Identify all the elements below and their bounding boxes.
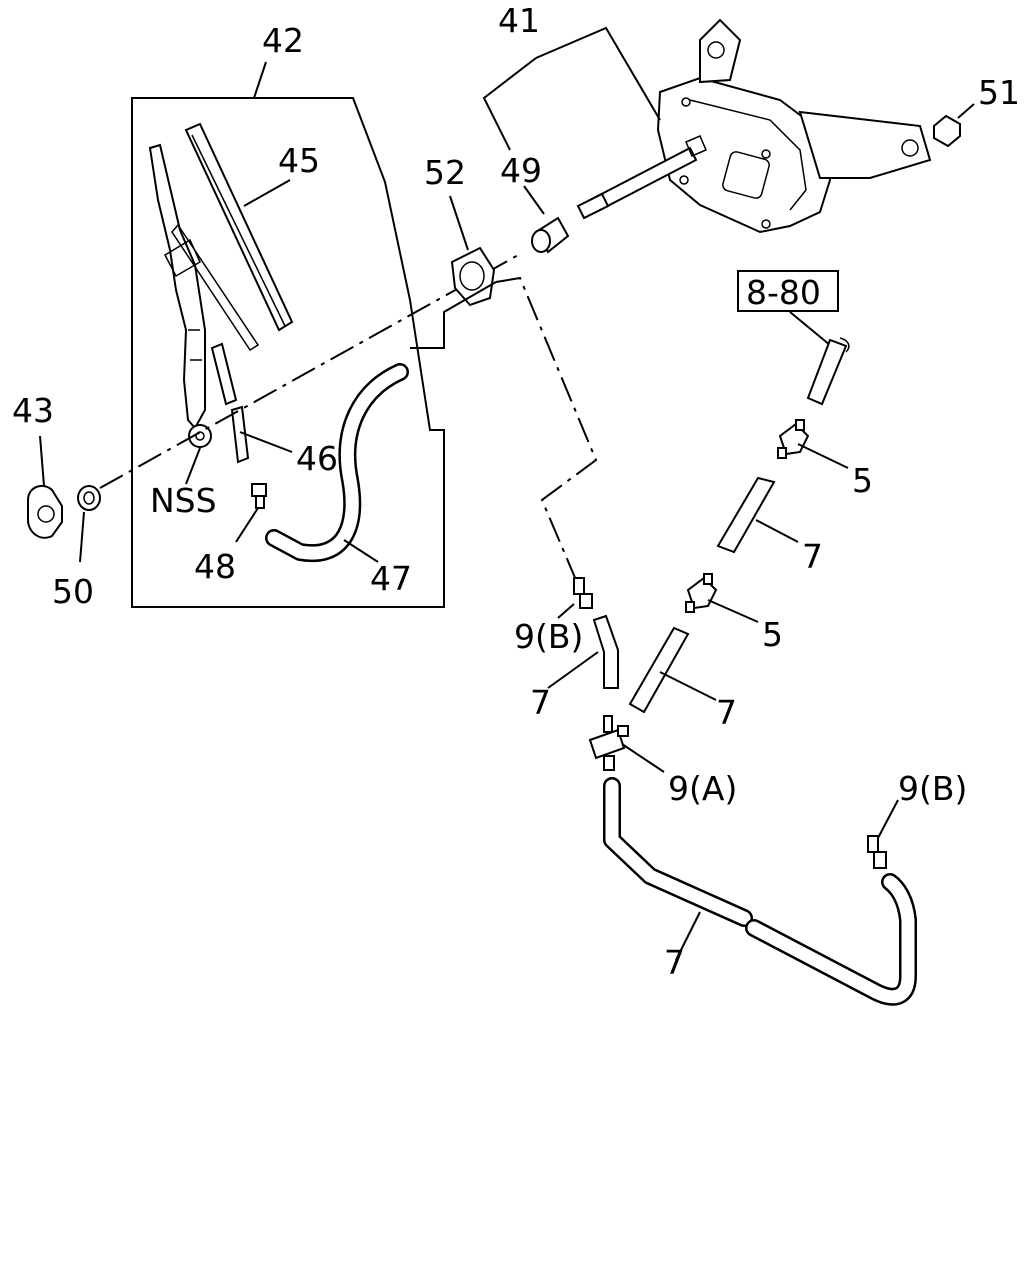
callout-45: 45 [278,141,320,180]
leader-7-middle [659,671,717,701]
guide-line-9b [495,276,598,581]
callout-7-bottom: 7 [664,943,685,982]
connector-9a[interactable] [588,715,629,771]
axis-line [99,253,521,489]
arm-pivot-hole [195,431,205,441]
callout-nss: NSS [150,481,217,520]
ref-hose-break [839,337,850,353]
hose-7-bottom-left-inner [605,779,751,925]
leader-nss [185,447,201,485]
leader-5-lower [707,599,759,623]
hose-7-middle[interactable] [628,626,690,714]
guide-line-47 [410,281,497,349]
hose-7-left[interactable] [592,614,619,689]
callout-47: 47 [370,559,412,598]
assembly-42-bracket [131,61,445,608]
wiper-motor-41[interactable] [576,18,932,234]
check-valve-5-lower[interactable] [685,573,718,613]
leader-9b-upper [557,603,575,619]
wiper-blade-edge [171,134,286,352]
callout-46: 46 [296,439,338,478]
hose-7-upper[interactable] [716,476,776,554]
callout-9b-lower: 9(B) [898,769,967,808]
leader-52 [449,195,469,251]
connector-48[interactable] [251,483,267,509]
nut-50[interactable] [77,485,101,511]
ref-hose[interactable] [806,338,848,406]
callout-5-lower: 5 [762,615,783,654]
callout-9a: 9(A) [668,769,737,808]
leader-48 [235,507,259,543]
leader-9a [621,743,665,773]
hose-46-a[interactable] [210,342,238,406]
leader-45 [243,179,291,207]
grommet-52[interactable] [450,246,496,307]
callout-42: 42 [262,21,304,60]
callout-7-left: 7 [530,683,551,722]
callout-41: 41 [498,1,540,40]
leader-46 [239,431,293,453]
connector-9b-upper[interactable] [573,577,593,609]
leader-7-left [547,651,599,689]
wiper-arm-detail [164,238,202,361]
nut-51[interactable] [933,114,961,148]
leader-7-bottom [675,911,701,961]
leader-51 [957,103,975,119]
callout-43: 43 [12,391,54,430]
callout-7-middle: 7 [716,693,737,732]
leader-43 [39,435,45,487]
callout-5-upper: 5 [852,461,873,500]
callout-41-bracket [482,26,661,151]
hose-46-b[interactable] [230,405,250,464]
callout-9b-upper: 9(B) [514,617,583,656]
hose-47-inner [267,365,407,560]
leader-49 [523,185,545,215]
callout-50: 50 [52,572,94,611]
wiper-arm[interactable] [148,143,206,430]
leader-47 [343,539,379,563]
leader-9b-lower [877,799,899,839]
callout-49: 49 [500,151,542,190]
callout-52: 52 [424,153,466,192]
cap-43[interactable] [27,484,63,539]
leader-5-upper [797,443,849,469]
callout-51: 51 [978,73,1020,112]
callout-48: 48 [194,547,236,586]
hose-7-bottom-right-inner [747,875,915,1004]
arm-pivot [188,424,212,448]
check-valve-5-upper[interactable] [777,419,810,459]
callout-ref-8-80: 8-80 [746,273,821,312]
bushing-49[interactable] [531,216,570,254]
callout-7-upper: 7 [802,537,823,576]
ref-box-8-80 [737,270,839,312]
leader-50 [79,511,85,563]
leader-7-upper [755,519,799,543]
connector-9b-lower[interactable] [867,835,887,869]
